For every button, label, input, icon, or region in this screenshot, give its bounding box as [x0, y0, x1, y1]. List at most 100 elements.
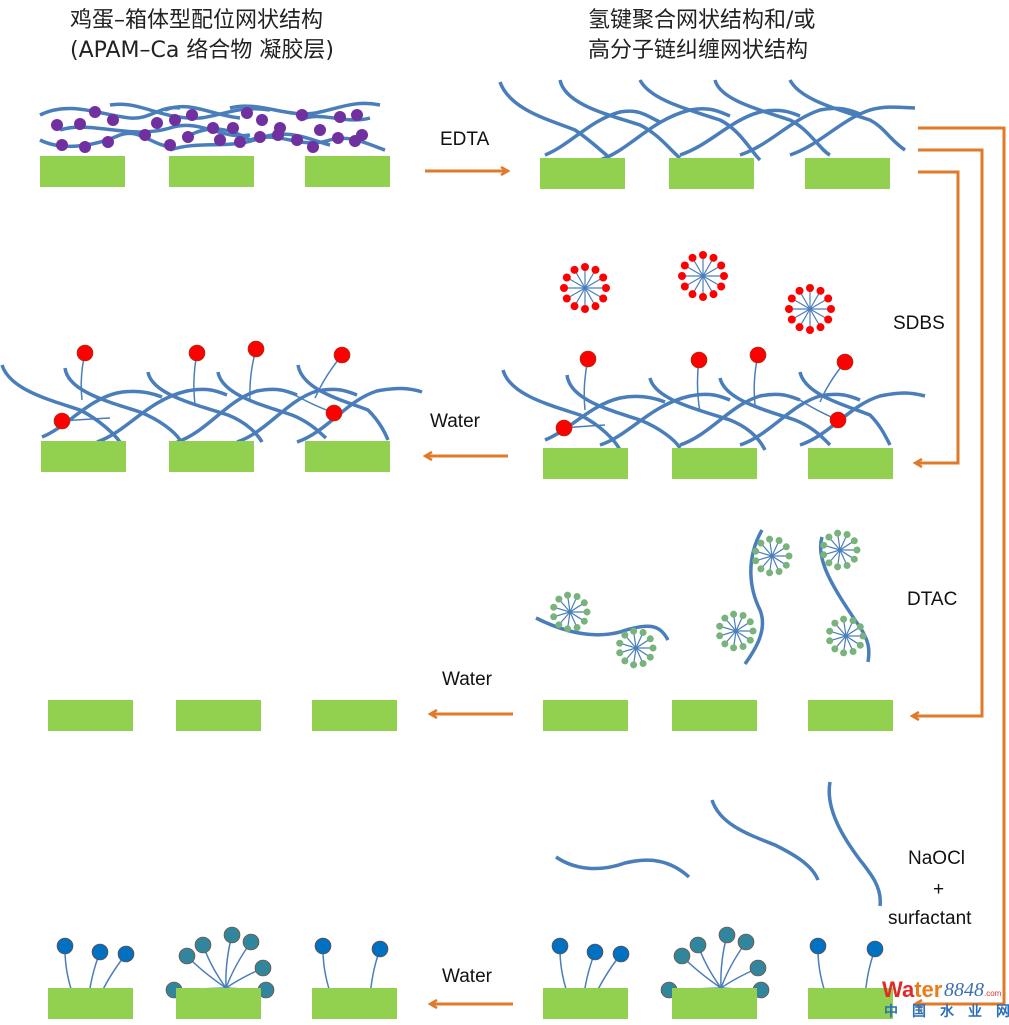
calcium-ion — [89, 106, 101, 118]
micelle-head — [591, 302, 600, 311]
micelle-head — [639, 629, 647, 637]
micelle-head — [550, 603, 558, 611]
micelle-head — [616, 649, 624, 657]
sdbs-molecule — [555, 419, 573, 437]
dtac-micelle — [820, 529, 861, 571]
micelle-head — [560, 284, 568, 292]
micelle-head — [581, 263, 589, 271]
micelle-head — [720, 272, 728, 280]
title-right-line2: 高分子链纠缠网状结构 — [588, 38, 809, 63]
residual-surfactant — [551, 937, 569, 955]
micelle-head — [746, 618, 754, 626]
residual-surfactant — [314, 937, 332, 955]
micelle-head — [834, 529, 842, 537]
micelle-head — [730, 610, 738, 618]
micelle-head — [787, 315, 796, 324]
micelle-head — [826, 627, 834, 635]
sdbs-micelle — [678, 251, 728, 301]
micelle-head — [824, 294, 833, 303]
micelle-head — [580, 617, 588, 625]
title-left-line1: 鸡蛋–箱体型配位网状结构 — [70, 8, 324, 33]
micelle-head — [678, 272, 686, 280]
micelle-head — [785, 552, 793, 560]
sdbs-molecule — [333, 346, 351, 364]
micelle-head — [820, 551, 828, 559]
sdbs-adsorbed — [555, 346, 854, 437]
micelle-head — [616, 639, 624, 647]
membrane-block — [305, 441, 390, 472]
micelle-head — [699, 251, 707, 259]
dtac-micelles — [550, 529, 867, 669]
membrane-block — [669, 158, 754, 189]
calcium-ion — [107, 114, 119, 126]
dtac-label: DTAC — [907, 589, 957, 610]
micelle-head — [831, 619, 839, 627]
calcium-ion — [182, 131, 194, 143]
micelle-head — [849, 647, 857, 655]
water-label-2: Water — [442, 669, 493, 690]
micelle-head — [716, 632, 724, 640]
residual-surfactant — [809, 937, 827, 955]
micelle-head — [824, 315, 833, 324]
micelle-head — [806, 284, 814, 292]
membrane-block — [808, 700, 893, 731]
sdbs-path — [915, 170, 960, 463]
calcium-ion — [349, 135, 361, 147]
micelle-head — [721, 614, 729, 622]
micelle-head — [766, 535, 774, 543]
residual-surfactant — [673, 947, 691, 965]
dtac-path — [912, 148, 984, 716]
calcium-ion — [74, 118, 86, 130]
membrane-block — [176, 988, 261, 1019]
micelle-head — [621, 631, 629, 639]
residual-surfactant — [737, 933, 755, 951]
calcium-ion — [151, 117, 163, 129]
micelle-head — [688, 253, 697, 262]
residual-surfactant — [254, 959, 272, 977]
membrane-block — [48, 700, 133, 731]
title-left: 鸡蛋–箱体型配位网状结构 (APAM–Ca 络合物 凝胶层) — [70, 6, 334, 66]
micelle-head — [840, 649, 848, 657]
naocl-path — [915, 126, 1006, 1004]
calcium-ion — [296, 109, 308, 121]
micelle-head — [850, 537, 858, 545]
micelle-head — [621, 657, 629, 665]
micelle-head — [680, 282, 689, 291]
residual-surfactant — [371, 940, 389, 958]
micelle-head — [757, 565, 765, 573]
membrane-block — [305, 156, 390, 187]
micelle-head — [688, 290, 697, 299]
micelle-head — [699, 293, 707, 301]
calcium-ion — [79, 141, 91, 153]
micelle-head — [562, 294, 571, 303]
micelle-head — [555, 621, 563, 629]
micelle-head — [591, 265, 600, 274]
sdbs-molecule — [690, 351, 708, 369]
residual-surfactant — [178, 947, 196, 965]
micelle-head — [709, 253, 718, 262]
dtac-micelle — [716, 610, 757, 652]
membrane-block — [543, 988, 628, 1019]
micelle-head — [602, 284, 610, 292]
residual-surfactant — [586, 943, 604, 961]
micelle-head — [785, 305, 793, 313]
micelle-head — [856, 623, 864, 631]
calcium-ion — [291, 134, 303, 146]
micelle-head — [581, 305, 589, 313]
calcium-ion — [207, 122, 219, 134]
micelle-head — [856, 641, 864, 649]
membrane-block — [672, 448, 757, 479]
calcium-ion — [241, 107, 253, 119]
micelle-head — [573, 593, 581, 601]
micelle-head — [827, 305, 835, 313]
sdbs-molecule — [53, 412, 71, 430]
sdbs-molecule — [247, 340, 265, 358]
watermark-chinese: 中国水业网 — [884, 1003, 1009, 1020]
calcium-ion — [314, 124, 326, 136]
micelle-head — [746, 636, 754, 644]
micelle-head — [825, 559, 833, 567]
membrane-block — [169, 441, 254, 472]
micelle-head — [739, 612, 747, 620]
micelle-head — [840, 615, 848, 623]
title-left-line2: (APAM–Ca 络合物 凝胶层) — [70, 38, 334, 63]
